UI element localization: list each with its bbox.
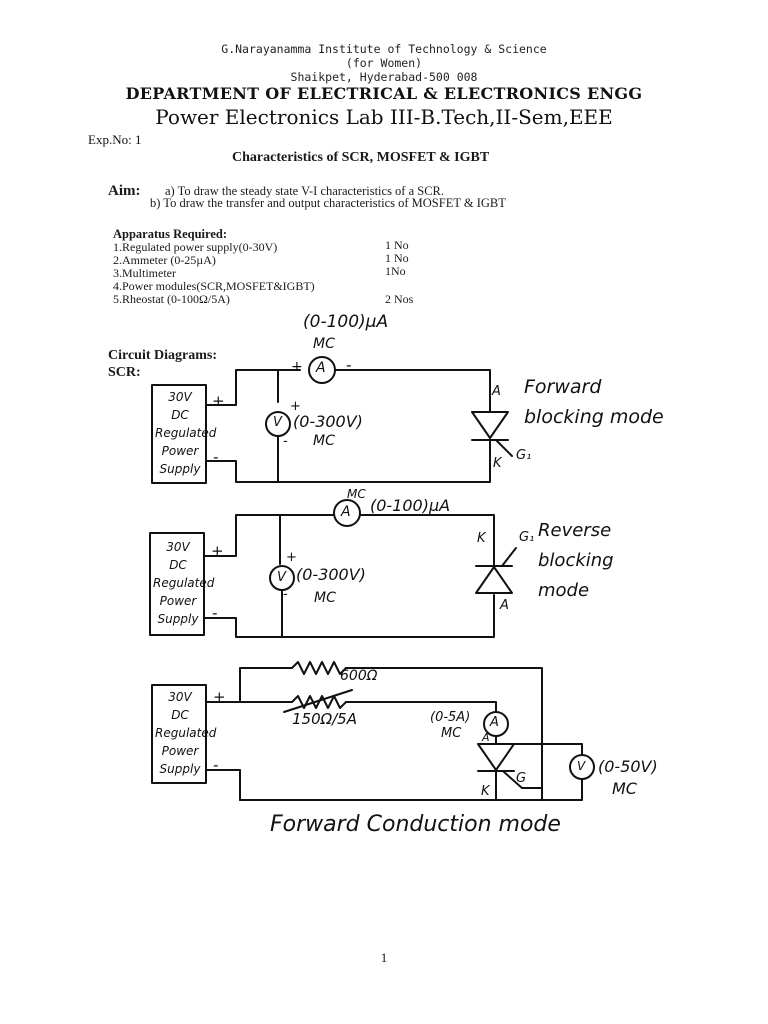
- minus-sign: -: [283, 434, 288, 449]
- supply-regulated: Regulated: [153, 576, 215, 590]
- apparatus-item-name: 5.Rheostat (0-100Ω/5A): [113, 292, 230, 306]
- department-title: DEPARTMENT OF ELECTRICAL & ELECTRONICS E…: [125, 84, 643, 103]
- power-supply-label: 30V DC Regulated Power Supply: [155, 388, 217, 478]
- institute-name: G.Narayanamma Institute of Technology & …: [221, 42, 547, 56]
- aim-label: Aim:: [108, 183, 141, 199]
- forward-blocking-circuit: [151, 356, 513, 484]
- mc-label: MC: [313, 336, 335, 352]
- voltmeter-range-label: (0-300V): [293, 412, 363, 431]
- voltmeter-symbol: V: [277, 570, 286, 585]
- gate-label: G: [516, 771, 527, 786]
- minus-sign: -: [212, 604, 218, 622]
- mc-label: MC: [347, 487, 366, 501]
- lab-title: Power Electronics Lab III-B.Tech,II-Sem,…: [155, 105, 613, 129]
- supply-voltage: 30V: [166, 540, 190, 554]
- supply-voltage: 30V: [168, 690, 192, 704]
- mode-label-forward-conduction: Forward Conduction mode: [270, 812, 561, 837]
- ammeter-range-label: (0-100)µA: [303, 312, 389, 332]
- forward-conduction-circuit: [151, 661, 595, 801]
- apparatus-item-name: 3.Multimeter: [113, 266, 176, 280]
- apparatus-item-qty: 1No: [385, 264, 406, 278]
- anode-label: A: [492, 384, 501, 399]
- voltmeter-range-label: (0-300V): [296, 565, 366, 584]
- apparatus-item-name: 4.Power modules(SCR,MOSFET&IGBT): [113, 279, 315, 293]
- apparatus-item-qty: 1 No: [385, 238, 409, 252]
- apparatus-item-qty: 2 Nos: [385, 292, 414, 306]
- experiment-title: Characteristics of SCR, MOSFET & IGBT: [232, 150, 490, 165]
- scr-label: SCR:: [108, 365, 141, 380]
- apparatus-item-qty: 1 No: [385, 251, 409, 265]
- ammeter-range-label: (0-100)µA: [370, 496, 451, 515]
- supply-power: Power: [159, 594, 197, 608]
- plus-sign: +: [212, 392, 225, 410]
- minus-sign: -: [213, 756, 219, 774]
- voltmeter-symbol: V: [577, 759, 586, 773]
- page-number: 1: [380, 950, 388, 965]
- supply-power: Power: [161, 744, 199, 758]
- reverse-blocking-circuit: [149, 499, 517, 638]
- supply-type: DC: [171, 408, 189, 422]
- plus-sign: +: [286, 550, 297, 565]
- cathode-label: K: [493, 456, 502, 471]
- supply-word: Supply: [159, 462, 201, 476]
- voltmeter-range-label: (0-50V): [598, 757, 658, 776]
- anode-label: A: [482, 731, 490, 744]
- experiment-number: Exp.No: 1: [88, 132, 142, 147]
- supply-regulated: Regulated: [155, 426, 217, 440]
- power-supply-label: 30V DC Regulated Power Supply: [153, 538, 215, 628]
- apparatus-heading: Apparatus Required:: [113, 227, 228, 241]
- institute-address: Shaikpet, Hyderabad-500 008: [290, 70, 478, 84]
- institute-subtitle: (for Women): [345, 56, 423, 70]
- ammeter-symbol: A: [341, 504, 351, 520]
- minus-sign: -: [283, 587, 288, 602]
- circuit-diagrams-heading: Circuit Diagrams:: [108, 348, 217, 363]
- power-supply-label: 30V DC Regulated Power Supply: [155, 688, 217, 778]
- supply-type: DC: [171, 708, 189, 722]
- mc-label: MC: [313, 433, 335, 449]
- rheostat-600-label: 600Ω: [340, 668, 378, 684]
- apparatus-item-name: 2.Ammeter (0-25µA): [113, 253, 216, 267]
- voltmeter-symbol: V: [273, 415, 282, 430]
- minus-sign: -: [346, 356, 352, 374]
- cathode-label: K: [481, 784, 490, 799]
- mode-label-forward-blocking: Forward blocking mode: [524, 376, 664, 428]
- ammeter-symbol: A: [316, 360, 326, 376]
- mc-label: MC: [314, 590, 336, 606]
- plus-sign: +: [290, 399, 301, 414]
- gate-label: G₁: [516, 448, 532, 463]
- supply-power: Power: [161, 444, 199, 458]
- aim-a: a) To draw the steady state V-I characte…: [165, 184, 445, 198]
- gate-label: G₁: [519, 530, 535, 545]
- minus-sign: -: [213, 448, 219, 466]
- rheostat-150-label: 150Ω/5A: [292, 710, 357, 728]
- apparatus-item-name: 1.Regulated power supply(0-30V): [113, 240, 278, 254]
- plus-sign: +: [211, 542, 224, 560]
- ammeter-range-label: (0-5A): [430, 710, 471, 725]
- plus-sign: +: [213, 688, 226, 706]
- plus-sign: +: [291, 359, 303, 375]
- supply-voltage: 30V: [168, 390, 192, 404]
- aim-b: b) To draw the transfer and output chara…: [150, 196, 506, 210]
- mc-label: MC: [441, 726, 462, 741]
- ammeter-symbol: A: [490, 715, 499, 730]
- cathode-label: K: [477, 531, 486, 546]
- anode-label: A: [500, 598, 509, 613]
- supply-regulated: Regulated: [155, 726, 217, 740]
- supply-word: Supply: [157, 612, 199, 626]
- supply-type: DC: [169, 558, 187, 572]
- supply-word: Supply: [159, 762, 201, 776]
- mode-label-reverse-blocking: Reverse blocking mode: [538, 520, 614, 601]
- mc-label: MC: [612, 779, 637, 798]
